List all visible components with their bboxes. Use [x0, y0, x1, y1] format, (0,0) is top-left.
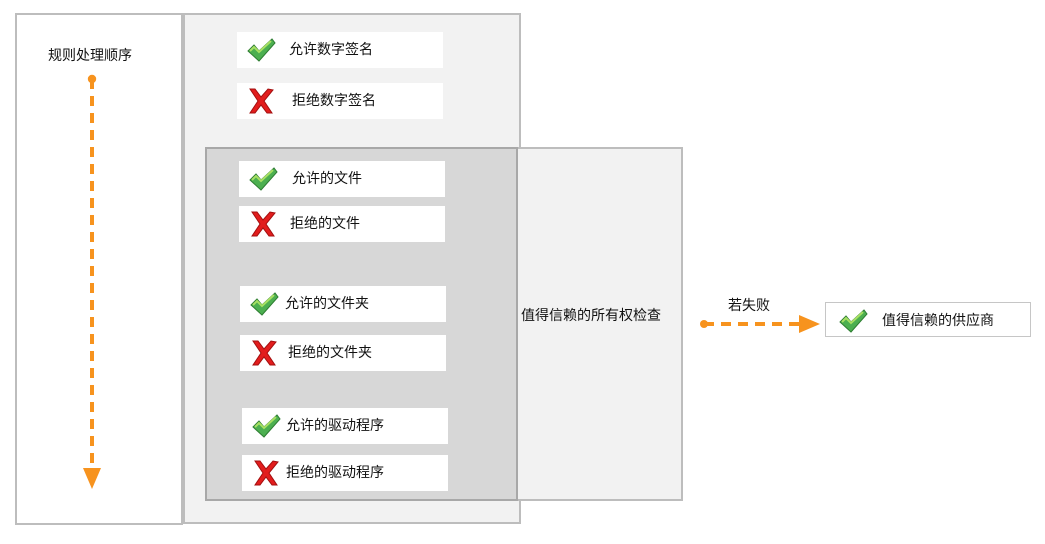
rule-allow-digital-signature: 允许数字签名 [237, 32, 443, 68]
rule-label: 允许数字签名 [289, 42, 373, 58]
if-failed-label: 若失败 [728, 298, 770, 314]
processing-order-label: 规则处理顺序 [48, 48, 132, 64]
cross-icon [251, 211, 276, 237]
rule-label: 拒绝数字签名 [292, 93, 376, 109]
cross-icon [249, 88, 274, 114]
rule-label: 允许的驱动程序 [286, 418, 384, 434]
check-icon [252, 414, 281, 438]
rule-label: 允许的文件 [292, 171, 362, 187]
cross-icon [252, 340, 277, 366]
trusted-vendor-label: 值得信赖的供应商 [882, 313, 994, 329]
rule-allow-driver: 允许的驱动程序 [242, 408, 448, 444]
path-rules-panel [205, 147, 518, 501]
rule-label: 拒绝的文件夹 [288, 345, 372, 361]
rule-label: 允许的文件夹 [285, 296, 369, 312]
check-icon [839, 309, 868, 333]
check-icon [250, 292, 279, 316]
trusted-vendor-box: 值得信赖的供应商 [825, 302, 1031, 337]
rule-deny-digital-signature: 拒绝数字签名 [237, 83, 443, 119]
rule-deny-driver: 拒绝的驱动程序 [242, 455, 448, 491]
rule-label: 拒绝的驱动程序 [286, 465, 384, 481]
rule-label: 拒绝的文件 [290, 216, 360, 232]
fallback-arrow [700, 315, 820, 333]
rule-deny-file: 拒绝的文件 [239, 206, 445, 242]
rule-deny-folder: 拒绝的文件夹 [240, 335, 446, 371]
rule-allow-folder: 允许的文件夹 [240, 286, 446, 322]
check-icon [247, 38, 276, 62]
ownership-check-label: 值得信赖的所有权检查 [521, 308, 661, 324]
processing-order-panel [15, 13, 183, 525]
check-icon [249, 167, 278, 191]
rule-allow-file: 允许的文件 [239, 161, 445, 197]
cross-icon [254, 460, 279, 486]
